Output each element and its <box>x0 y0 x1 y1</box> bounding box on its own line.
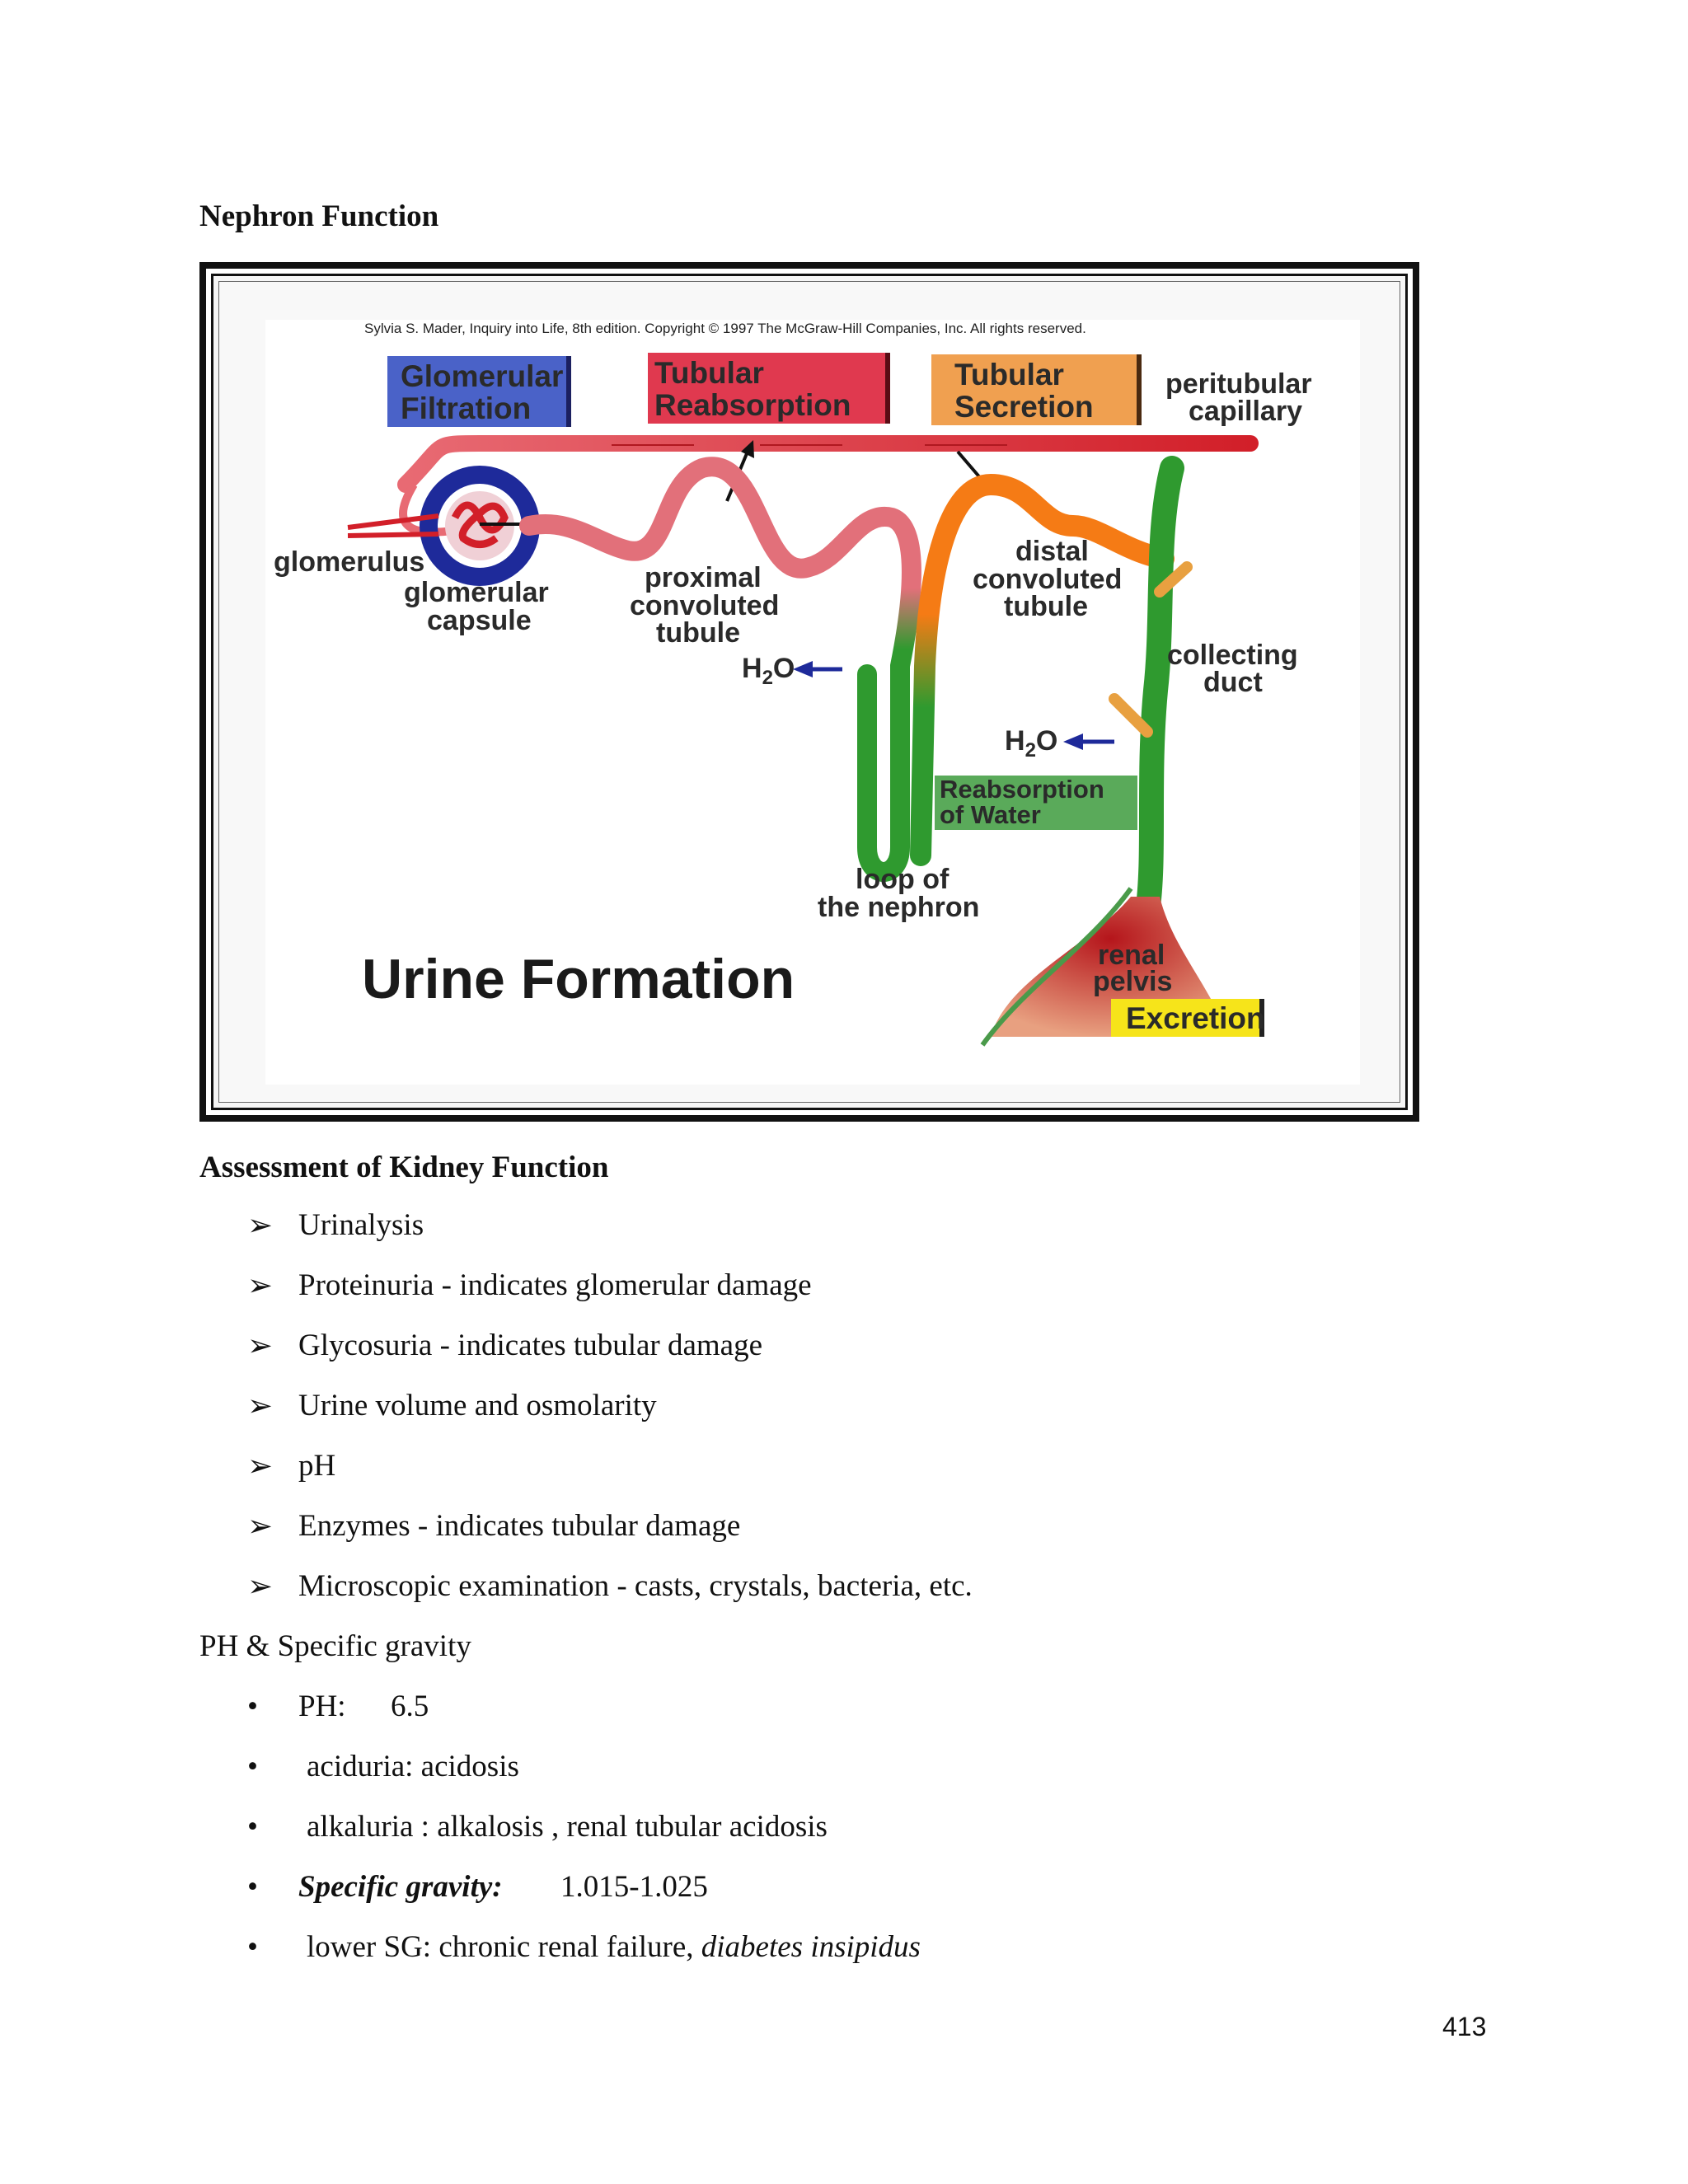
capillary-label: capillary <box>1189 396 1302 427</box>
reabsorption-of-water-box: Reabsorption of Water <box>935 775 1137 830</box>
distal-convoluted-tubule <box>910 473 1175 866</box>
svg-text:proximal: proximal <box>645 562 762 593</box>
proximal-convoluted-tubule <box>519 457 921 882</box>
svg-text:glomerular: glomerular <box>404 577 549 608</box>
glomerular-filtration-box: Glomerular Filtration <box>387 356 571 427</box>
svg-text:renal: renal <box>1098 940 1165 971</box>
arrow-bullet-icon: ➢ <box>247 1390 274 1423</box>
arrow-bullet-icon: ➢ <box>247 1329 274 1363</box>
peritubular-label: peritubular <box>1165 368 1312 400</box>
svg-text:Tubular: Tubular <box>654 356 764 390</box>
tubular-secretion-box: Tubular Secretion <box>931 354 1142 425</box>
svg-text:Secretion: Secretion <box>954 390 1094 424</box>
svg-text:H2O: H2O <box>742 653 795 689</box>
page-number: 413 <box>1442 2012 1487 2041</box>
svg-text:Reabsorption: Reabsorption <box>654 388 851 422</box>
glomerulus-label: glomerulus <box>274 546 424 578</box>
svg-text:duct: duct <box>1203 667 1263 698</box>
section-heading-assessment: Assessment of Kidney Function <box>199 1151 609 1184</box>
svg-text:Filtration: Filtration <box>401 391 531 425</box>
svg-text:collecting: collecting <box>1167 640 1298 671</box>
urine-formation-diagram: Sylvia S. Mader, Inquiry into Life, 8th … <box>265 320 1360 1085</box>
svg-text:of Water: of Water <box>940 800 1041 829</box>
urine-formation-title: Urine Formation <box>362 948 795 1010</box>
svg-text:distal: distal <box>1015 536 1089 567</box>
dot-bullet-icon: • <box>247 1750 258 1783</box>
arrow-bullet-icon: ➢ <box>247 1269 274 1303</box>
collecting-duct <box>1135 456 1184 926</box>
h2o-label-proximal: H2O <box>742 653 842 689</box>
svg-text:tubule: tubule <box>1004 591 1088 622</box>
dot-bullet-icon: • <box>247 1690 258 1723</box>
svg-text:Tubular: Tubular <box>954 358 1064 391</box>
h2o-label-collecting: H2O <box>1005 725 1114 762</box>
copyright-text: Sylvia S. Mader, Inquiry into Life, 8th … <box>364 321 1086 336</box>
svg-text:Reabsorption: Reabsorption <box>940 775 1104 804</box>
svg-text:tubule: tubule <box>656 617 740 649</box>
svg-text:pelvis: pelvis <box>1093 966 1172 997</box>
peritubular-capillary <box>397 435 1259 493</box>
arrow-bullet-icon: ➢ <box>247 1209 274 1243</box>
tubular-reabsorption-box: Tubular Reabsorption <box>648 353 890 424</box>
svg-text:H2O: H2O <box>1005 725 1057 762</box>
svg-text:Glomerular: Glomerular <box>401 359 563 393</box>
dot-bullet-icon: • <box>247 1870 258 1904</box>
ph-specific-gravity-heading: PH & Specific gravity <box>199 1629 471 1663</box>
svg-text:Excretion: Excretion <box>1126 1001 1265 1035</box>
svg-text:loop of: loop of <box>856 864 950 895</box>
arrow-bullet-icon: ➢ <box>247 1570 274 1604</box>
svg-text:capsule: capsule <box>427 605 532 636</box>
arrow-bullet-icon: ➢ <box>247 1450 274 1483</box>
svg-text:convoluted: convoluted <box>630 590 779 621</box>
excretion-box: Excretion <box>1111 999 1265 1037</box>
svg-text:the nephron: the nephron <box>818 892 979 923</box>
dot-bullet-icon: • <box>247 1810 258 1844</box>
section-heading-nephron-function: Nephron Function <box>199 199 439 233</box>
dot-bullet-icon: • <box>247 1930 258 1964</box>
arrow-bullet-icon: ➢ <box>247 1510 274 1544</box>
svg-text:convoluted: convoluted <box>973 564 1122 595</box>
